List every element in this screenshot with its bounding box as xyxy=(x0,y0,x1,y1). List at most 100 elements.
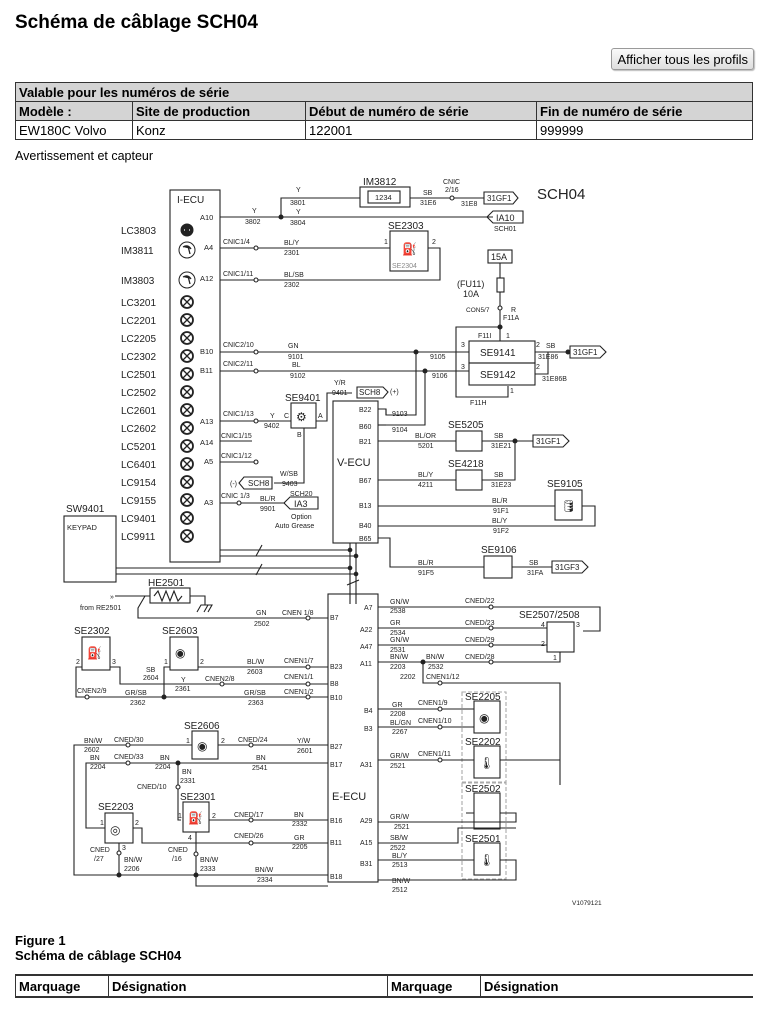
pin-a31: A31 xyxy=(360,762,373,769)
wire-31e86b xyxy=(535,352,549,375)
se2502-label: SE2502 xyxy=(465,784,501,795)
pin-b40: B40 xyxy=(359,523,372,530)
oil-temp-sensor-icon: 🌡 xyxy=(479,756,494,770)
wire-color: Y xyxy=(181,677,186,684)
wire-3801 xyxy=(280,197,360,217)
se2304-label: SE2304 xyxy=(392,263,417,270)
junction-dot xyxy=(565,349,571,355)
wire-number: F11I xyxy=(478,333,492,340)
pin-label: 3 xyxy=(461,364,465,371)
indicator-lamp-icon xyxy=(180,403,194,417)
terminal-sch8-minus xyxy=(238,476,273,490)
se2202-label: SE2202 xyxy=(465,737,501,748)
figure-title: Schéma de câblage SCH04 xyxy=(15,948,182,963)
wire-number: 31E86B xyxy=(542,376,567,383)
fuel-sensor-icon: ⛽ xyxy=(188,811,203,825)
image-id: V1079121 xyxy=(572,900,602,907)
pin-label: 4 xyxy=(541,622,545,629)
connector-label: CNIC xyxy=(443,179,460,186)
pin-label: 2 xyxy=(541,641,545,648)
pin-b67: B67 xyxy=(359,478,372,485)
pin-label: 1 xyxy=(100,820,104,827)
wire-number: 9104 xyxy=(392,427,408,434)
wire-number: 2601 xyxy=(297,748,313,755)
terminal-31gf1 xyxy=(483,191,519,205)
se2606-label: SE2606 xyxy=(184,721,220,732)
pin-a10: A10 xyxy=(200,213,213,222)
connector-dot xyxy=(253,418,259,424)
wire-number: 2541 xyxy=(252,765,268,772)
wire-number: 9105 xyxy=(430,354,446,361)
wire-number: 2502 xyxy=(254,621,270,628)
se2603-box xyxy=(169,636,199,671)
wire-2302 xyxy=(220,247,441,281)
gauge-icon xyxy=(178,241,196,259)
figure-caption: Figure 1 Schéma de câblage SCH04 xyxy=(15,933,181,963)
se2507-box xyxy=(546,621,575,653)
se2302-label: SE2302 xyxy=(74,626,110,637)
iecu-component-label: LC3803 xyxy=(121,226,156,237)
indicator-lamp-icon xyxy=(180,475,194,489)
connector-label: CNED/24 xyxy=(238,737,268,744)
connector-label: CNIC2/11 xyxy=(223,361,253,368)
terminal-31gf3 xyxy=(551,560,589,574)
cell-serial-start: 122001 xyxy=(305,120,537,140)
wire-2204 xyxy=(85,762,178,829)
connector-dot xyxy=(449,195,455,201)
iecu-component-label: LC2501 xyxy=(121,370,156,381)
pin-a13: A13 xyxy=(200,417,213,426)
wire-color: W/SB xyxy=(280,471,298,478)
wire-color: BL/R xyxy=(418,560,434,567)
pin-label: B xyxy=(297,432,302,439)
connector-label: CON5/7 xyxy=(466,307,490,314)
wire-number: 2604 xyxy=(143,675,159,682)
pin-b17: B17 xyxy=(330,762,343,769)
oil-pressure-sensor-icon: ◉ xyxy=(479,711,489,725)
wire-number: 2202 xyxy=(400,674,416,681)
connector-dot xyxy=(253,245,259,251)
pin-b8: B8 xyxy=(330,681,339,688)
se2603-label: SE2603 xyxy=(162,626,198,637)
show-all-profiles-button[interactable]: Afficher tous les profils xyxy=(611,48,754,70)
iecu-component-label: LC9911 xyxy=(121,532,156,543)
iecu-box xyxy=(169,189,221,563)
connector-label: CNED/10 xyxy=(137,784,167,791)
connector-label: CNEN1/9 xyxy=(418,700,448,707)
pin-b27: B27 xyxy=(330,744,343,751)
wire-number: 2301 xyxy=(284,250,300,257)
iecu-component-label: LC2502 xyxy=(121,388,156,399)
wire-color: BN/W xyxy=(390,654,409,661)
iecu-label: I-ECU xyxy=(177,195,204,206)
connector-label: CNED/28 xyxy=(465,654,495,661)
im3812-box xyxy=(359,186,411,208)
wire-number: 31E23 xyxy=(491,482,511,489)
wire-number: 31E6 xyxy=(420,200,436,207)
im3812-display-text: 1234 xyxy=(375,193,392,202)
wire-color: BL xyxy=(292,362,301,369)
pin-b65: B65 xyxy=(359,536,372,543)
iecu-component-label: LC2601 xyxy=(121,406,156,417)
terminal-label: 31GF1 xyxy=(573,348,598,357)
terminal-ia10 xyxy=(486,210,524,224)
coolant-level-sensor-icon: ◉ xyxy=(197,739,207,753)
se2501-box xyxy=(473,842,501,876)
iecu-component-label: LC2201 xyxy=(121,316,156,327)
wire-number: 2204 xyxy=(155,764,171,771)
iecu-component-label: LC6401 xyxy=(121,460,156,471)
se2202-box xyxy=(473,745,501,779)
connector-label: /27 xyxy=(94,856,104,863)
wire-number: F11H xyxy=(470,400,487,407)
connector-label: CNIC2/10 xyxy=(223,342,254,349)
wire-color: GN/W xyxy=(390,599,409,606)
wire-color: BN xyxy=(182,769,192,776)
wire-2521-a29 xyxy=(378,812,517,823)
connector-label: CNED/30 xyxy=(114,737,144,744)
serial-table-caption: Valable pour les numéros de série xyxy=(15,82,753,102)
fuel-sensor-icon: ⛽ xyxy=(402,242,417,256)
wire-color: BL/SB xyxy=(284,272,304,279)
wire-number: 3801 xyxy=(290,200,306,207)
wire-number: 2334 xyxy=(257,877,273,884)
connector-dot xyxy=(253,368,259,374)
wire-color: Y/W xyxy=(297,738,311,745)
indicator-lamp-icon xyxy=(180,367,194,381)
